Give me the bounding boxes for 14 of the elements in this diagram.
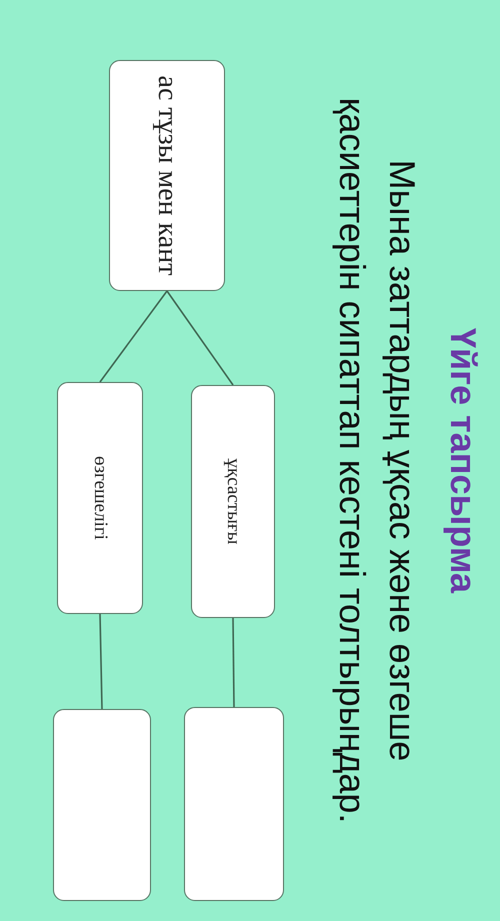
connector-line	[99, 614, 103, 710]
connector-line	[99, 290, 168, 382]
connector-line	[232, 618, 235, 707]
connector-line	[166, 290, 234, 386]
box-label: ұқсастығы	[222, 458, 244, 544]
rounded-box	[191, 385, 275, 618]
empty-answer-box	[53, 709, 151, 901]
box-label: өзгешелігі	[89, 456, 111, 540]
empty-answer-box	[184, 707, 284, 901]
box-label: ас тұзы мен кант	[151, 76, 183, 276]
rounded-box	[57, 382, 143, 614]
instruction-text: Мына заттардың ұқсас және өзгеше қасиеттерін сипаттап кестені толтырыңдар.	[331, 96, 424, 826]
title: Үйге тапсырма	[442, 328, 484, 594]
rounded-box	[109, 60, 225, 291]
